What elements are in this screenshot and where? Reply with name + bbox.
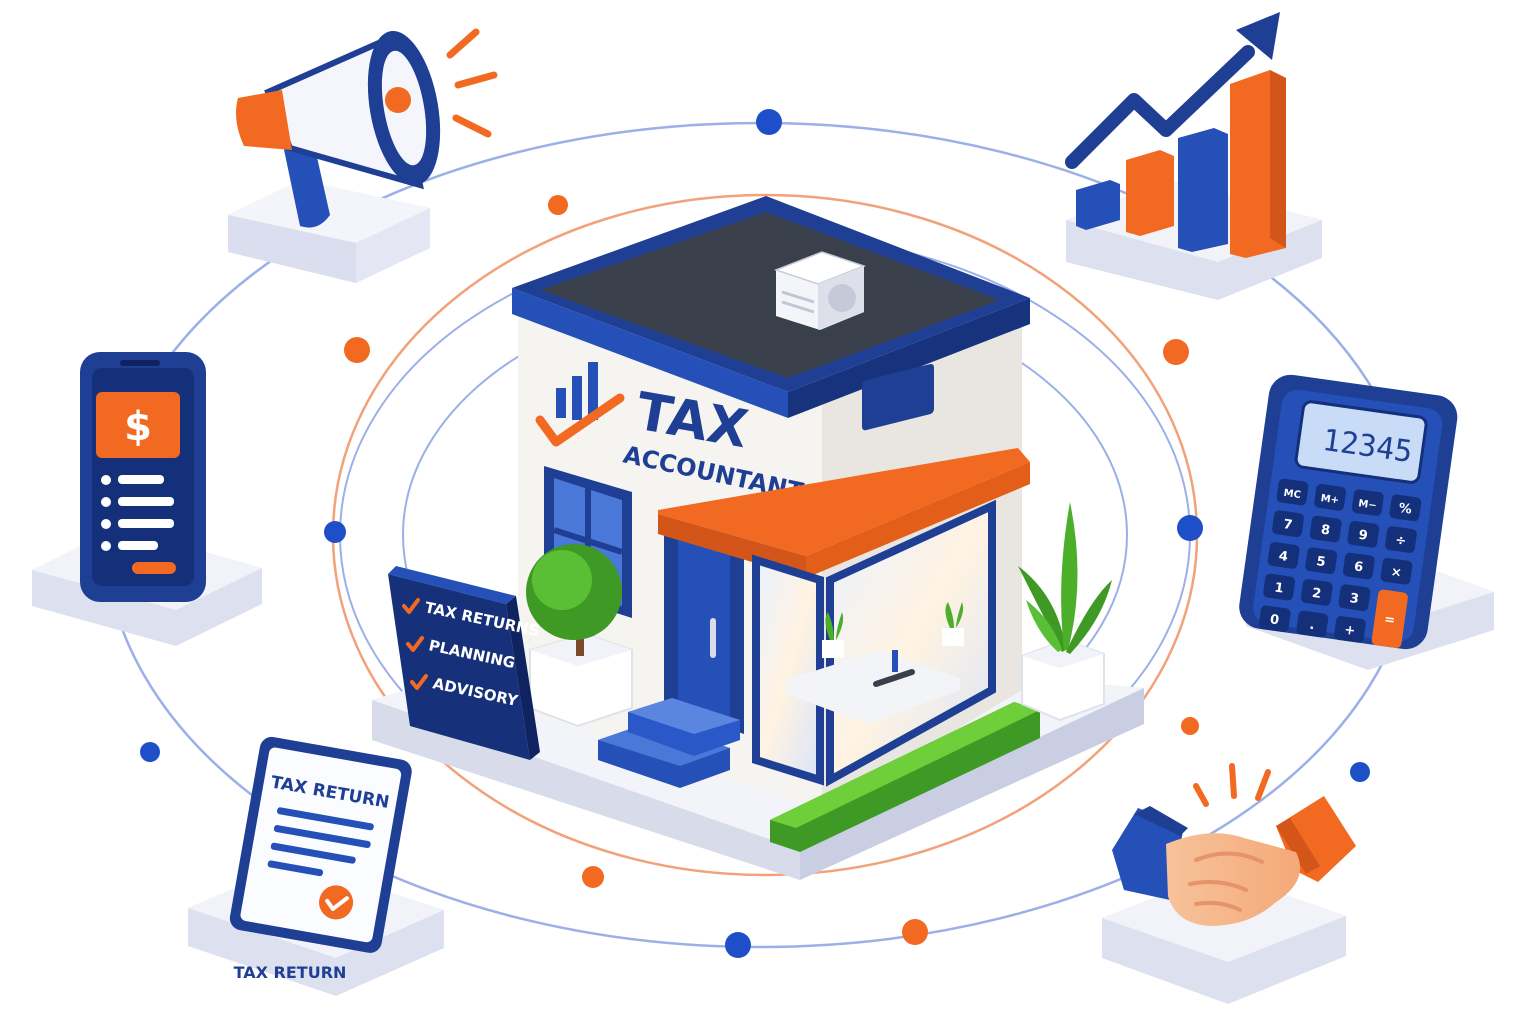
potted-plant-icon [1018, 502, 1112, 722]
calculator-key[interactable]: 4 [1267, 541, 1300, 569]
orbit-dot [725, 932, 751, 958]
check-icon [406, 636, 424, 652]
calculator-key[interactable]: 6 [1342, 552, 1375, 580]
potted-tree-icon [526, 544, 633, 728]
calculator-key-label: + [1343, 623, 1356, 639]
calculator-key-equals[interactable]: = [1371, 589, 1409, 649]
orbit-dot [1177, 515, 1203, 541]
calculator-key[interactable]: 5 [1305, 547, 1338, 575]
handshake-icon [1112, 763, 1356, 926]
growth-chart-icon [1065, 12, 1286, 258]
desk-monitor-icon [862, 364, 934, 431]
calculator-key[interactable]: 1 [1263, 573, 1296, 601]
growth-chart-card [1065, 12, 1322, 300]
calculator-icon: 12345 MCM+M−%789÷456×123−0.+= [1239, 374, 1458, 650]
check-icon [410, 674, 428, 690]
calculator-key[interactable]: 2 [1300, 578, 1333, 606]
calculator-key[interactable]: 0 [1258, 605, 1291, 633]
tax-accountant-building: TAX ACCOUNTANT [372, 196, 1144, 880]
calculator-key-label: M+ [1320, 493, 1340, 506]
calculator-key-label: 5 [1315, 554, 1326, 570]
dollar-sign: $ [124, 404, 152, 450]
calculator-key-label: % [1398, 501, 1413, 518]
calculator-key-label: MC [1283, 488, 1302, 501]
check-icon [402, 598, 420, 614]
calculator-key-label: 8 [1320, 522, 1331, 538]
orbit-dot [756, 109, 782, 135]
calculator-key-label: M− [1358, 498, 1378, 511]
calculator-key-label: = [1383, 612, 1396, 628]
orbit-dots [140, 109, 1370, 958]
calculator-key[interactable]: + [1333, 615, 1366, 643]
front-door[interactable] [664, 522, 744, 734]
calculator-key-label: 1 [1273, 581, 1284, 597]
orbit-dot [582, 866, 604, 888]
calculator-key-label: 0 [1269, 612, 1280, 628]
entrance-steps [598, 698, 740, 788]
calculator-key-label: . [1309, 618, 1316, 634]
phone-card: $ [32, 352, 262, 646]
orbit-dot [902, 919, 928, 945]
phone-icon: $ [80, 352, 206, 602]
calculator-key-label: 2 [1311, 586, 1322, 602]
orbit-dot [548, 195, 568, 215]
handshake-card [1102, 763, 1356, 1004]
calculator-key-label: 3 [1349, 591, 1360, 607]
calculator-key-label: × [1390, 565, 1403, 581]
calculator-key[interactable]: ÷ [1384, 526, 1417, 554]
calculator-key-label: 9 [1358, 528, 1369, 544]
orbit-dot [344, 337, 370, 363]
ac-unit-icon [773, 251, 867, 330]
orbit-dot [140, 742, 160, 762]
calculator-key-label: 4 [1278, 549, 1289, 565]
calculator-key[interactable]: 9 [1347, 520, 1380, 548]
calculator-key-label: 6 [1353, 559, 1364, 575]
calculator-key[interactable]: M− [1351, 489, 1384, 517]
calculator-key[interactable]: % [1389, 494, 1422, 522]
door-handle[interactable] [710, 618, 716, 658]
calculator-key-label: 7 [1282, 517, 1293, 533]
storefront-window [752, 364, 996, 787]
check-badge-icon [319, 885, 354, 920]
bar-chart-check-icon [535, 362, 625, 447]
megaphone-card [228, 28, 498, 283]
calculator-key[interactable]: M+ [1314, 483, 1347, 511]
tax-return-card: TAX RETURN TAX RETURN [188, 736, 444, 996]
calculator-keypad: MCM+M−%789÷456×123−0.+= [1258, 478, 1422, 649]
calculator-key-label: ÷ [1394, 533, 1407, 549]
calculator-key[interactable]: 8 [1309, 515, 1342, 543]
calculator-key[interactable]: 7 [1272, 510, 1305, 538]
calculator-key[interactable]: × [1380, 557, 1413, 585]
calculator-card: 12345 MCM+M−%789÷456×123−0.+= [1239, 374, 1494, 670]
calculator-key[interactable]: MC [1276, 478, 1309, 506]
orbit-dot [1163, 339, 1189, 365]
orbit-dot [1350, 762, 1370, 782]
orbit-dot [324, 521, 346, 543]
green-hedge [770, 702, 1040, 852]
calculator-key[interactable]: . [1296, 610, 1329, 638]
megaphone-icon [236, 28, 498, 228]
orbit-dot [1181, 717, 1199, 735]
document-icon: TAX RETURN [229, 736, 412, 953]
tax-return-label: TAX RETURN [234, 963, 347, 982]
calculator-key[interactable]: 3 [1338, 584, 1371, 612]
